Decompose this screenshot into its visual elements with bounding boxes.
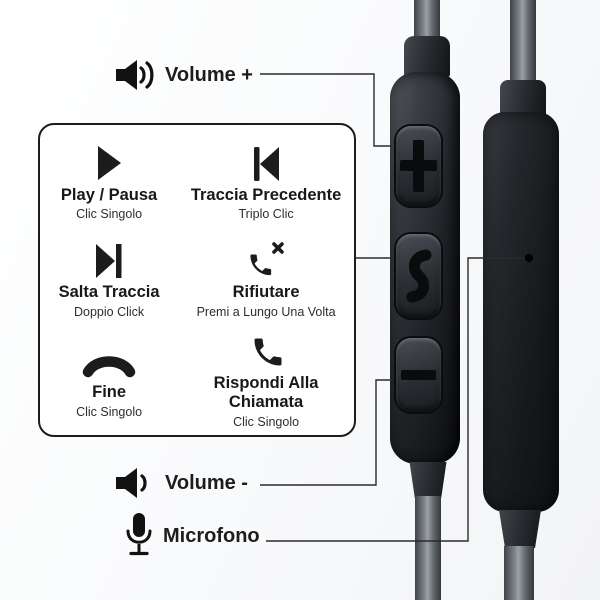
volume-down-label: Volume -	[116, 466, 248, 500]
microphone-text: Microfono	[163, 524, 260, 547]
microphone-label: Microfono	[124, 512, 260, 560]
feature-subtitle: Clic Singolo	[76, 207, 143, 222]
next-track-icon	[94, 235, 124, 279]
side-bottom-collar	[499, 510, 541, 548]
speaker-quiet-icon	[116, 468, 147, 498]
volume-down-button	[396, 338, 441, 412]
volume-up-label: Volume +	[116, 58, 253, 92]
feature-subtitle: Clic Singolo	[233, 414, 300, 429]
feature-end-call: Fine Clic Singolo	[76, 335, 142, 419]
volume-up-text: Volume +	[165, 63, 253, 86]
side-bottom-cable	[504, 546, 534, 600]
feature-title: Rispondi Alla Chiamata	[213, 373, 319, 411]
remote-body	[390, 72, 460, 464]
volume-up-button	[396, 126, 441, 206]
feature-title: Play / Pausa	[60, 185, 158, 204]
feature-skip-track: Salta Traccia Doppio Click	[59, 235, 160, 319]
feature-play-pause: Play / Pausa Clic Singolo	[61, 138, 157, 222]
feature-reject-call: Rifiutare Premi a Lungo Una Volta	[197, 235, 336, 319]
remote-bottom-cable	[415, 496, 441, 600]
play-icon	[96, 138, 122, 182]
feature-subtitle: Clic Singolo	[76, 405, 143, 420]
feature-title: Salta Traccia	[58, 282, 160, 301]
feature-subtitle: Doppio Click	[73, 304, 145, 319]
microphone-icon	[126, 513, 152, 556]
reject-call-icon	[246, 235, 286, 279]
previous-track-icon	[251, 138, 281, 182]
feature-subtitle: Premi a Lungo Una Volta	[196, 304, 336, 319]
phone-handset-icon	[406, 249, 432, 303]
volume-down-text: Volume -	[165, 471, 248, 494]
end-call-icon	[82, 335, 136, 379]
feature-previous-track: Traccia Precedente Triplo Clic	[191, 138, 341, 222]
remote-bottom-collar	[409, 462, 447, 498]
remote-top-collar	[404, 36, 450, 78]
side-top-cable	[510, 0, 536, 84]
speaker-loud-icon	[116, 60, 154, 90]
feature-title: Fine	[92, 383, 127, 402]
minus-icon	[401, 370, 436, 380]
feature-title: Rifiutare	[232, 282, 300, 301]
microphone-hole	[525, 254, 533, 262]
side-top-collar	[500, 80, 546, 118]
feature-title: Traccia Precedente	[190, 185, 342, 204]
feature-answer-call: Rispondi Alla Chiamata Clic Singolo	[178, 326, 354, 429]
answer-call-icon	[246, 326, 286, 370]
info-box: Play / Pausa Clic Singolo Traccia Preced…	[38, 123, 356, 437]
call-button	[396, 234, 441, 318]
feature-subtitle: Triplo Clic	[238, 207, 294, 222]
side-body	[483, 112, 559, 512]
remote-top-cable	[414, 0, 440, 42]
